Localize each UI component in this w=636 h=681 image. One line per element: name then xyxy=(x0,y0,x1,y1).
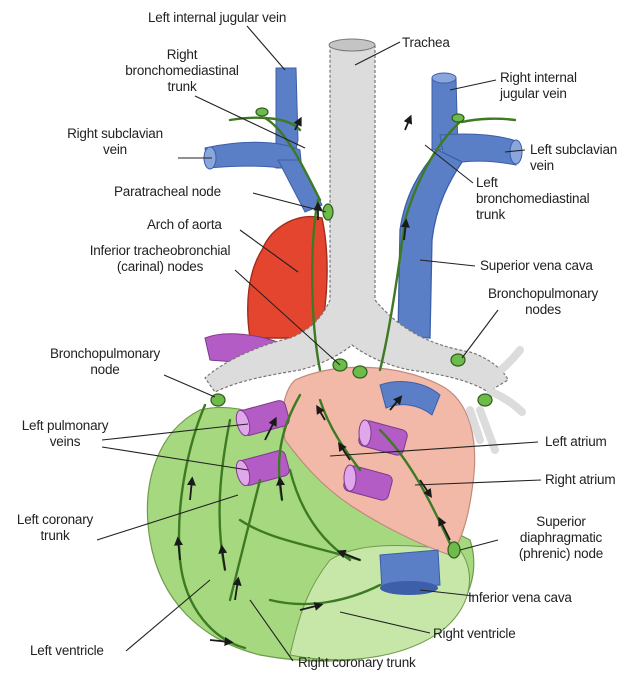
label-left-subclavian-vein: Left subclavian vein xyxy=(530,142,617,174)
label-line: (phrenic) node xyxy=(496,546,626,562)
label-right-coronary-trunk: Right coronary trunk xyxy=(298,655,416,671)
label-line: veins xyxy=(10,434,120,450)
label-left-ventricle: Left ventricle xyxy=(30,643,104,659)
ivc-opening xyxy=(380,581,438,595)
label-superior-diaphragmatic-node: Superior diaphragmatic (phrenic) node xyxy=(496,514,626,562)
subclavian-opening-right xyxy=(510,140,522,164)
trachea-top xyxy=(329,39,375,51)
label-right-subclavian-vein: Right subclavian vein xyxy=(45,126,185,158)
label-left-internal-jugular-vein: Left internal jugular vein xyxy=(148,10,286,26)
label-line: Inferior tracheobronchial xyxy=(65,243,255,259)
label-line: Bronchopulmonary xyxy=(40,346,170,362)
label-trachea: Trachea xyxy=(402,35,450,51)
label-line: Left pulmonary xyxy=(10,418,120,434)
label-line: diaphragmatic xyxy=(496,530,626,546)
jugular-opening xyxy=(432,73,456,83)
label-line: (carinal) nodes xyxy=(65,259,255,275)
label-line: trunk xyxy=(476,207,589,223)
label-bronchopulmonary-node: Bronchopulmonary node xyxy=(40,346,170,378)
label-line: bronchomediastinal xyxy=(476,191,589,207)
label-line: vein xyxy=(45,142,185,158)
heart xyxy=(147,367,474,661)
label-left-atrium: Left atrium xyxy=(545,434,607,450)
label-line: Left xyxy=(476,175,589,191)
label-arch-of-aorta: Arch of aorta xyxy=(147,217,222,233)
label-line: vein xyxy=(530,158,617,174)
label-line: jugular vein xyxy=(500,86,577,102)
left-brachiocephalic-shape xyxy=(278,160,322,212)
label-right-atrium: Right atrium xyxy=(545,472,615,488)
label-line: Right subclavian xyxy=(45,126,185,142)
label-right-bronchomediastinal-trunk: Right bronchomediastinal trunk xyxy=(112,47,252,95)
cervical-node-right xyxy=(452,114,464,122)
superior-vena-cava-shape xyxy=(398,150,462,338)
label-line: Superior xyxy=(496,514,626,530)
label-right-ventricle: Right ventricle xyxy=(433,626,516,642)
label-left-bronchomediastinal-trunk: Left bronchomediastinal trunk xyxy=(476,175,589,223)
label-line: Left coronary xyxy=(0,512,110,528)
label-left-pulmonary-veins: Left pulmonary veins xyxy=(10,418,120,450)
label-line: nodes xyxy=(478,302,608,318)
label-inferior-tracheobronchial-nodes: Inferior tracheobronchial (carinal) node… xyxy=(65,243,255,275)
carinal-node-shape-2 xyxy=(353,366,367,378)
label-line: Left subclavian xyxy=(530,142,617,158)
label-superior-vena-cava: Superior vena cava xyxy=(480,258,593,274)
label-right-internal-jugular-vein: Right internal jugular vein xyxy=(500,70,577,102)
label-line: Right internal xyxy=(500,70,577,86)
label-line: Bronchopulmonary xyxy=(478,286,608,302)
bronchopulmonary-node-shape-r2 xyxy=(478,394,492,406)
label-bronchopulmonary-nodes: Bronchopulmonary nodes xyxy=(478,286,608,318)
label-inferior-vena-cava: Inferior vena cava xyxy=(468,590,572,606)
label-line: bronchomediastinal xyxy=(112,63,252,79)
cervical-node-left xyxy=(256,108,268,116)
label-paratracheal-node: Paratracheal node xyxy=(114,184,221,200)
phrenic-node-shape xyxy=(448,542,460,558)
label-left-coronary-trunk: Left coronary trunk xyxy=(0,512,110,544)
label-line: trunk xyxy=(112,79,252,95)
label-line: node xyxy=(40,362,170,378)
arch-of-aorta xyxy=(248,217,327,338)
bronchopulmonary-node-shape-r1 xyxy=(451,354,465,366)
label-line: trunk xyxy=(0,528,110,544)
label-line: Right xyxy=(112,47,252,63)
